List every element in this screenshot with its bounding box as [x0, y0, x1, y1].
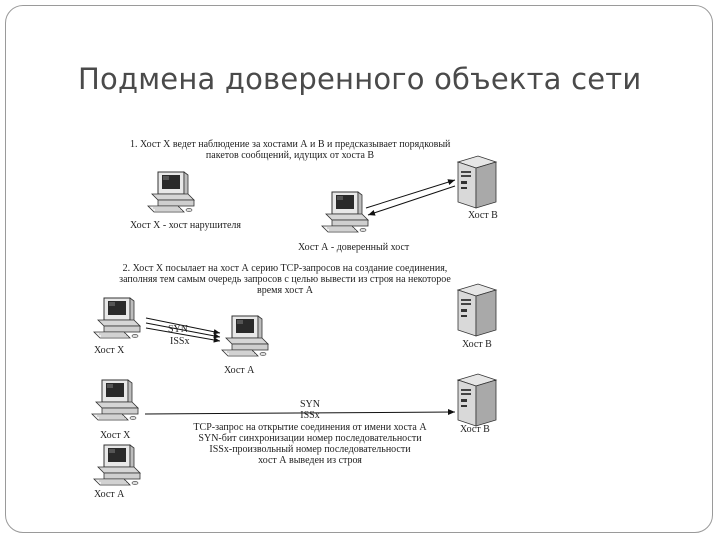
- step3-description-line2: SYN-бит синхронизации номер последовател…: [198, 433, 422, 444]
- step2-syn-label: SYN: [168, 324, 189, 335]
- step3-arrow-x-to-b: [144, 409, 456, 416]
- step1-host-a-computer-icon: [321, 191, 369, 233]
- slide-title: Подмена доверенного объекта сети: [78, 62, 642, 96]
- step3-syn-label: SYN: [299, 399, 320, 410]
- label-host-a-step3: Хост А: [94, 489, 125, 500]
- step2-host-a-computer-icon: [221, 315, 269, 357]
- step1-arrow-b-to-a: [367, 185, 456, 216]
- step3-host-b-server-icon: [457, 373, 497, 427]
- slide-frame: [5, 5, 713, 533]
- label-host-b-step1: Хост В: [468, 210, 498, 221]
- label-host-a-step2: Хост А: [224, 365, 255, 376]
- step1-description-line1: 1. Хост Х ведет наблюдение за хостами А …: [130, 139, 451, 150]
- step2-host-x-computer-icon: [93, 297, 141, 339]
- step2-description-line1: 2. Хост Х посылает на хост А серию TCP-з…: [122, 263, 448, 274]
- step2-description-line3: время хост А: [257, 285, 313, 296]
- step3-issx-label: ISSx: [300, 410, 320, 421]
- step3-description-line3: ISSx-произвольный номер последовательнос…: [209, 444, 411, 455]
- step2-arrow-2: [145, 322, 221, 339]
- step1-host-b-server-icon: [457, 155, 497, 209]
- label-host-b-step2: Хост В: [462, 339, 492, 350]
- label-host-x-step2: Хост Х: [94, 345, 125, 356]
- step1-arrow-a-to-b: [365, 179, 456, 209]
- step2-arrow-3: [145, 327, 221, 343]
- step3-description-line1: TCP-запрос на открытие соединения от име…: [193, 422, 427, 433]
- step3-description-line4: хост А выведен из строя: [258, 455, 362, 466]
- step2-description-line2: заполняя тем самым очередь запросов с це…: [119, 274, 451, 285]
- label-host-x-step3: Хост Х: [100, 430, 131, 441]
- step3-host-a-computer-icon: [93, 444, 141, 486]
- step2-host-b-server-icon: [457, 283, 497, 337]
- step1-host-x-computer-icon: [147, 171, 195, 213]
- step2-arrow-1: [145, 317, 221, 335]
- label-host-b-step3: Хост В: [460, 424, 490, 435]
- label-host-a-trusted: Хост А - доверенный хост: [298, 242, 410, 253]
- step1-description-line2: пакетов сообщений, идущих от хоста В: [205, 150, 375, 161]
- label-host-x-attacker: Хост Х - хост нарушителя: [130, 220, 241, 231]
- step3-host-x-computer-icon: [91, 379, 139, 421]
- step2-issx-label: ISSx: [170, 336, 190, 347]
